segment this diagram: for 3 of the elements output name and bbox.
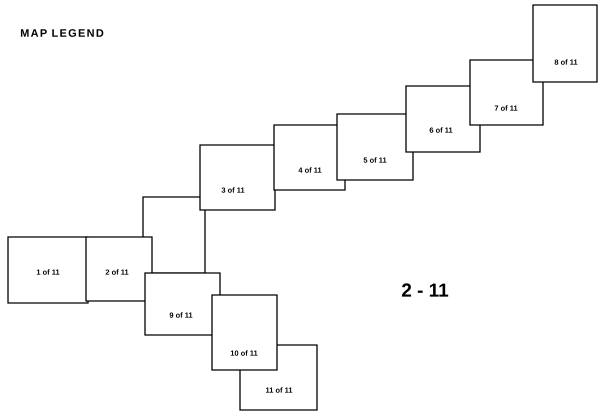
sheet-range-label: 2 - 11	[402, 283, 448, 297]
title: MAP LEGEND	[20, 29, 104, 37]
map-sheet-box	[142, 196, 206, 274]
